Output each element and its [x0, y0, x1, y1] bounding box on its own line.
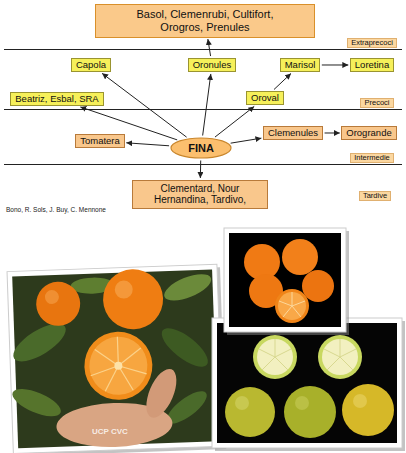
- photo-clementine-fruits: [224, 228, 349, 335]
- arrow-connector: [102, 73, 187, 137]
- node-text: Orogrande: [346, 128, 391, 139]
- period-label: Intermedie: [350, 153, 393, 164]
- watermark: UCP CVC: [92, 427, 128, 436]
- node-text: Beatriz, Esbal, SRA: [15, 94, 98, 105]
- node-text: Oronules: [193, 60, 232, 71]
- node-text: Clemenules: [268, 128, 318, 139]
- variety-group-box: Basol, Clemenrubi, Cultifort, Orogros, P…: [95, 4, 315, 37]
- arrow-connector: [203, 74, 211, 136]
- node-text: Capola: [76, 60, 106, 71]
- period-label: Tardive: [359, 191, 391, 202]
- arrow-connector: [126, 143, 169, 146]
- arrow-connector: [215, 106, 254, 137]
- node-text: Loretina: [355, 60, 389, 71]
- variety-box: Clemenules: [263, 126, 323, 141]
- variety-box: Tomatera: [75, 134, 125, 149]
- node-text: Basol, Clemenrubi, Cultifort, Orogros, P…: [116, 8, 294, 33]
- arrow-connector: [208, 39, 211, 56]
- node-text: Marisol: [285, 60, 316, 71]
- variety-box: Marisol: [280, 58, 321, 73]
- arrow-connector: [325, 132, 340, 133]
- arrow-connector: [322, 64, 349, 65]
- variety-box: Beatriz, Esbal, SRA: [10, 92, 103, 107]
- arrow-connector: [274, 73, 291, 89]
- origin-ellipse: FINA: [170, 137, 232, 159]
- photo-green-clementines: [212, 318, 405, 451]
- variety-box: Loretina: [350, 58, 394, 73]
- node-text: Tardive: [363, 192, 387, 201]
- period-lines: [4, 50, 402, 165]
- variety-box: Orogrande: [341, 126, 396, 141]
- node-text: FINA: [188, 142, 214, 155]
- photo-clementines-on-tree: [4, 264, 226, 453]
- arrow-connector: [231, 138, 262, 143]
- period-label: Precoci: [360, 98, 393, 109]
- node-text: Intermedie: [354, 154, 389, 163]
- node-text: Precoci: [364, 99, 389, 108]
- period-label: Extraprecoci: [347, 38, 397, 49]
- credit-note: Bono, R. Sols, J. Buy, C. Mennone: [6, 206, 106, 213]
- variety-box: Oronules: [188, 58, 237, 73]
- node-text: Extraprecoci: [351, 39, 393, 48]
- variety-box: Oroval: [246, 91, 284, 106]
- node-text: Tomatera: [80, 136, 120, 147]
- variety-group-box: Clementard, Nour Hernandina, Tardivo,: [132, 180, 268, 209]
- arrow-connector: [200, 160, 201, 178]
- node-text: Clementard, Nour Hernandina, Tardivo,: [143, 183, 257, 206]
- variety-box: Capola: [71, 58, 111, 73]
- node-text: Oroval: [251, 93, 279, 104]
